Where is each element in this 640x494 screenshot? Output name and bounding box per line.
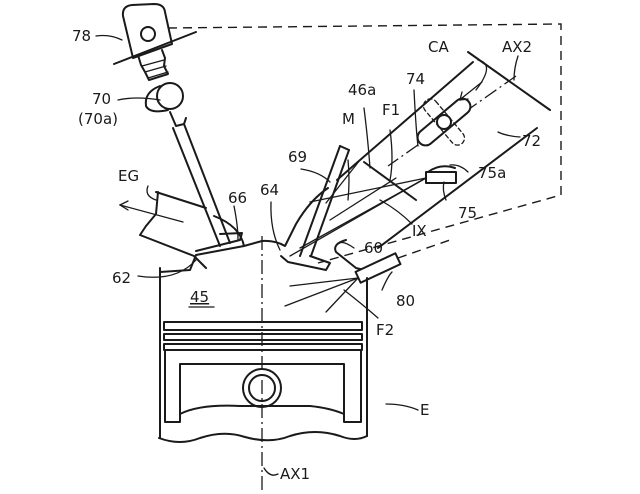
label-M: M: [342, 110, 355, 128]
direct-injector-80: [354, 239, 451, 284]
label-75a: 75a: [478, 164, 506, 182]
fuel-spray-F2: [284, 277, 359, 313]
exhaust-valve-66: [169, 111, 243, 252]
label-60: 60: [364, 239, 383, 257]
valve-actuator-70: [144, 82, 184, 113]
fuel-pump-78: [113, 3, 197, 81]
label-EG: EG: [118, 167, 139, 185]
label-80: 80: [396, 292, 415, 310]
label-AX1: AX1: [280, 465, 310, 483]
leader-lines: [95, 34, 521, 476]
label-66: 66: [228, 189, 247, 207]
fuel-spray-F1: [289, 159, 427, 257]
label-78: 78: [72, 27, 91, 45]
enclosure-boundary: [167, 23, 562, 264]
label-F2: F2: [376, 321, 394, 339]
label-75: 75: [458, 204, 477, 222]
label-45: 45: [190, 288, 209, 306]
label-CA: CA: [428, 38, 449, 56]
exhaust-port: [118, 191, 245, 269]
label-74: 74: [406, 70, 425, 88]
label-46a: 46a: [348, 81, 376, 99]
label-IX: IX: [412, 222, 427, 240]
label-70: 70: [92, 90, 111, 108]
label-64: 64: [260, 181, 279, 199]
label-69: 69: [288, 148, 307, 166]
label-AX2: AX2: [502, 38, 532, 56]
label-72: 72: [522, 132, 541, 150]
port-wall-60: [334, 239, 373, 273]
label-F1: F1: [382, 101, 400, 119]
label-70a: (70a): [78, 110, 118, 128]
label-62: 62: [112, 269, 131, 287]
port-injector-75: [425, 165, 457, 184]
label-E: E: [420, 401, 429, 419]
